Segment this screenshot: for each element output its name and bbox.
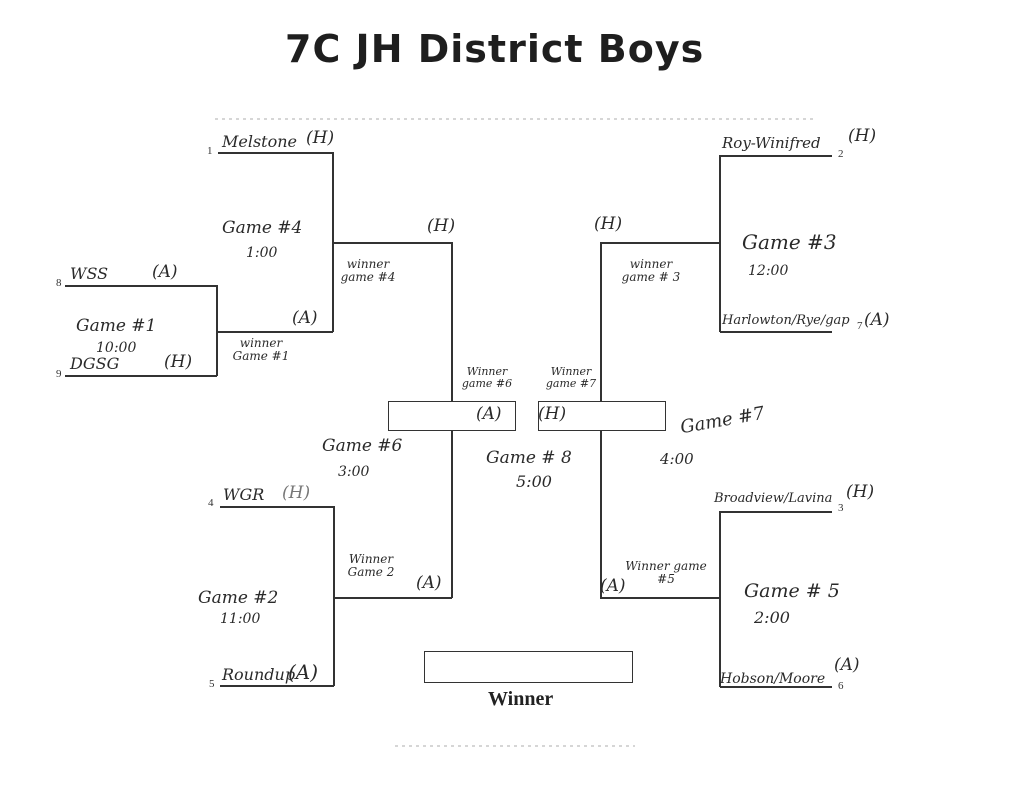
home-away-marker: (H): [846, 482, 875, 502]
seed-number: 2: [838, 148, 844, 160]
home-away-marker: (A): [476, 404, 502, 424]
game-5-label: Game # 5: [744, 580, 840, 602]
game-1-label: Game #1: [76, 316, 157, 336]
scan-artifact: [395, 745, 635, 747]
home-away-marker: (A): [292, 308, 318, 328]
winner-game-1-note: winner Game #1: [232, 336, 290, 363]
home-away-marker: (H): [538, 404, 567, 424]
bracket-line: [333, 506, 335, 686]
bracket-line: [332, 152, 334, 332]
home-away-marker: (A): [288, 660, 319, 684]
game-8-time: 5:00: [516, 472, 552, 491]
game-5-time: 2:00: [754, 608, 790, 627]
bracket-line: [600, 242, 720, 244]
bracket-line: [719, 155, 721, 332]
home-away-marker: (A): [152, 262, 178, 282]
seed-number: 9: [56, 368, 62, 380]
winner-label: Winner: [488, 688, 554, 710]
finalist-box-right: [538, 401, 666, 431]
game-2-label: Game #2: [198, 588, 279, 608]
bracket-line: [333, 242, 451, 244]
winner-game-3-note: winner game # 3: [621, 257, 681, 284]
seed-number: 3: [838, 502, 844, 514]
team-dgsg: DGSG: [70, 354, 120, 373]
game-7-time: 4:00: [660, 450, 694, 468]
home-away-marker: (H): [848, 126, 877, 146]
bracket-line: [720, 155, 832, 157]
game-4-time: 1:00: [246, 245, 278, 261]
home-away-marker: (H): [282, 483, 311, 503]
game-3-label: Game #3: [742, 230, 837, 254]
team-roundup: Roundup: [222, 665, 296, 684]
team-hobson-moore: Hobson/Moore: [720, 671, 826, 687]
home-away-marker: (H): [306, 128, 335, 148]
bracket-line: [65, 375, 217, 377]
bracket-line: [220, 506, 333, 508]
bracket-line: [720, 686, 832, 688]
winner-game-7-note: Winner game #7: [545, 365, 597, 390]
home-away-marker: (H): [164, 352, 193, 372]
game-8-label: Game # 8: [486, 448, 572, 468]
seed-number: 1: [207, 145, 213, 157]
seed-number: 7: [857, 320, 863, 332]
team-wss: WSS: [70, 264, 109, 283]
game-1-time: 10:00: [96, 340, 137, 356]
bracket-line: [719, 511, 721, 687]
home-away-marker: (H): [427, 216, 456, 236]
home-away-marker: (A): [834, 655, 860, 675]
team-roy-winifred: Roy-Winifred: [722, 134, 821, 152]
winner-game-4-note: winner game #4: [340, 257, 396, 284]
bracket-line: [217, 331, 333, 333]
home-away-marker: (A): [416, 573, 442, 593]
bracket-line: [600, 597, 720, 599]
team-wgr: WGR: [223, 485, 265, 504]
winner-game-2-note: Winner Game 2: [347, 552, 395, 579]
champion-box: [424, 651, 633, 683]
seed-number: 5: [209, 678, 215, 690]
scan-artifact: [215, 118, 815, 120]
bracket-line: [720, 331, 832, 333]
game-2-time: 11:00: [220, 611, 261, 627]
game-6-label: Game #6: [322, 436, 403, 456]
seed-number: 4: [208, 497, 214, 509]
winner-game-6-note: Winner game #6: [461, 365, 513, 390]
bracket-line: [65, 285, 217, 287]
bracket-line: [220, 685, 334, 687]
seed-number: 8: [56, 277, 62, 289]
team-melstone: Melstone: [222, 132, 298, 151]
game-6-time: 3:00: [338, 464, 370, 480]
finalist-box-left: [388, 401, 516, 431]
home-away-marker: (A): [864, 310, 890, 330]
team-broadview-lavina: Broadview/Lavina: [714, 491, 833, 506]
home-away-marker: (H): [594, 214, 623, 234]
team-harlowton-rye-gap: Harlowton/Rye/gap: [722, 313, 850, 328]
game-4-label: Game #4: [222, 218, 303, 238]
bracket-line: [218, 152, 333, 154]
bracket-line: [216, 285, 218, 376]
bracket-line: [334, 597, 452, 599]
winner-game-5-note: Winner game #5: [625, 559, 707, 586]
game-7-label: Game #7: [678, 402, 767, 439]
game-3-time: 12:00: [748, 263, 789, 279]
bracket-line: [720, 511, 832, 513]
seed-number: 6: [838, 680, 844, 692]
page-title: 7C JH District Boys: [285, 27, 705, 71]
home-away-marker: (A): [600, 576, 626, 596]
